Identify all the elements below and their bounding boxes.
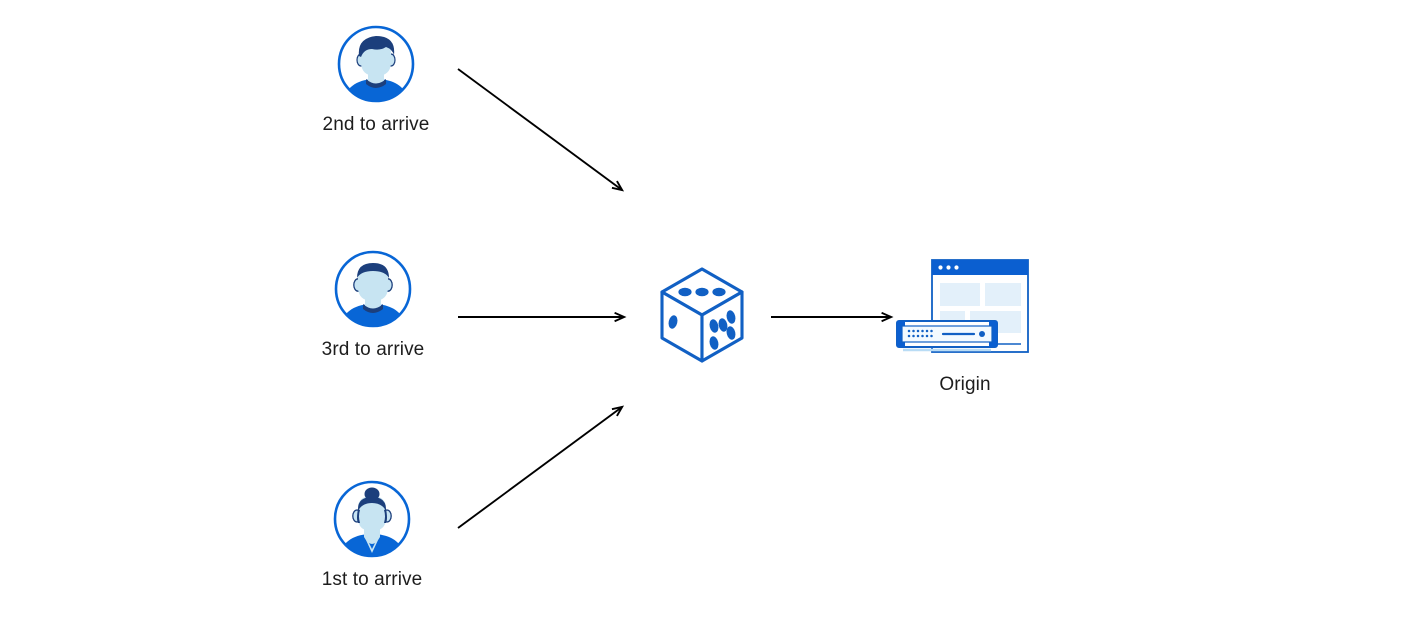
node-user-1st[interactable]: 1st to arrive: [302, 479, 442, 591]
node-label-user-3rd: 3rd to arrive: [321, 339, 425, 360]
origin-server-browser-icon: [890, 252, 1040, 362]
user-avatar-bun-hair-icon: [332, 479, 412, 559]
node-label-user-2nd: 2nd to arrive: [322, 114, 430, 135]
user-avatar-short-hair-icon: [336, 24, 416, 104]
node-dice[interactable]: [652, 263, 752, 367]
node-label-origin: Origin: [939, 374, 991, 395]
arrow-1st-to-dice: [457, 405, 625, 529]
server-device: [896, 320, 998, 352]
arrow-2nd-to-dice: [457, 68, 625, 192]
node-label-user-1st: 1st to arrive: [321, 569, 423, 590]
node-user-2nd[interactable]: 2nd to arrive: [306, 24, 446, 136]
user-avatar-crew-cut-icon: [333, 249, 413, 329]
node-origin[interactable]: Origin: [890, 252, 1040, 396]
dice-cube-icon: [652, 263, 752, 367]
node-user-3rd[interactable]: 3rd to arrive: [303, 249, 443, 361]
